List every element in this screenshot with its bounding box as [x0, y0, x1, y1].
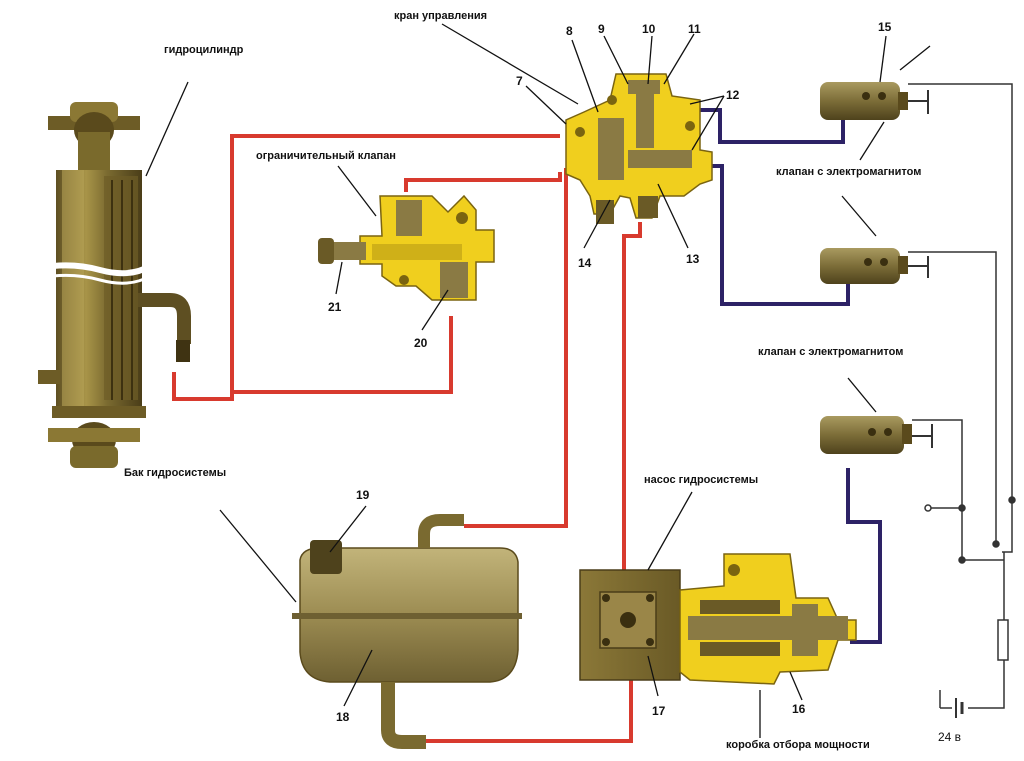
label-tank: Бак гидросистемы	[124, 467, 227, 479]
line-valve-to-solenoid-2	[708, 164, 850, 306]
limit-valve	[318, 194, 495, 301]
part-number-10: 10	[642, 22, 656, 36]
solenoid-valve-3	[820, 416, 933, 454]
label-voltage: 24 в	[938, 730, 962, 744]
part-number-20: 20	[414, 336, 428, 350]
label-solenoid-valve-2: клапан с электромагнитом	[758, 346, 904, 358]
line-limit-valve-supply	[404, 172, 562, 192]
part-number-16: 16	[792, 702, 806, 716]
hydrocylinder	[38, 102, 191, 468]
electric-wiring	[908, 83, 1016, 718]
line-cylinder-to-valve	[172, 134, 560, 401]
label-pto: коробка отбора мощности	[726, 739, 870, 751]
hydraulic-tank	[292, 514, 522, 749]
label-solenoid-valve-1: клапан с электромагнитом	[776, 166, 922, 178]
pump-pto	[579, 553, 857, 685]
part-number-11: 11	[688, 22, 701, 36]
control-valve-body	[565, 73, 713, 224]
label-pump: насос гидросистемы	[644, 474, 759, 486]
control-lines	[676, 108, 882, 644]
label-hydrocylinder: гидроцилиндр	[164, 44, 244, 56]
part-number-13: 13	[686, 252, 700, 266]
part-number-19: 19	[356, 488, 370, 502]
solenoid-valve-1	[820, 82, 929, 120]
part-number-18: 18	[336, 710, 350, 724]
label-limit-valve: ограничительный клапан	[256, 150, 396, 162]
line-valve-to-solenoid-1	[676, 108, 845, 144]
part-number-15: 15	[878, 20, 892, 34]
line-solenoid-3-to-pto	[846, 468, 882, 644]
line-valve-to-tank	[464, 168, 578, 528]
part-number-8: 8	[566, 24, 573, 38]
part-number-14: 14	[578, 256, 592, 270]
solenoid-valve-2	[820, 248, 929, 284]
part-number-12: 12	[726, 88, 740, 102]
line-pump-to-valve	[622, 222, 642, 572]
part-number-21: 21	[328, 300, 342, 314]
leader-lines	[145, 23, 931, 738]
part-number-17: 17	[652, 704, 666, 718]
line-limit-valve-return	[232, 316, 453, 394]
label-control-valve: кран управления	[394, 10, 488, 22]
part-number-9: 9	[598, 22, 605, 36]
part-number-7: 7	[516, 74, 523, 88]
